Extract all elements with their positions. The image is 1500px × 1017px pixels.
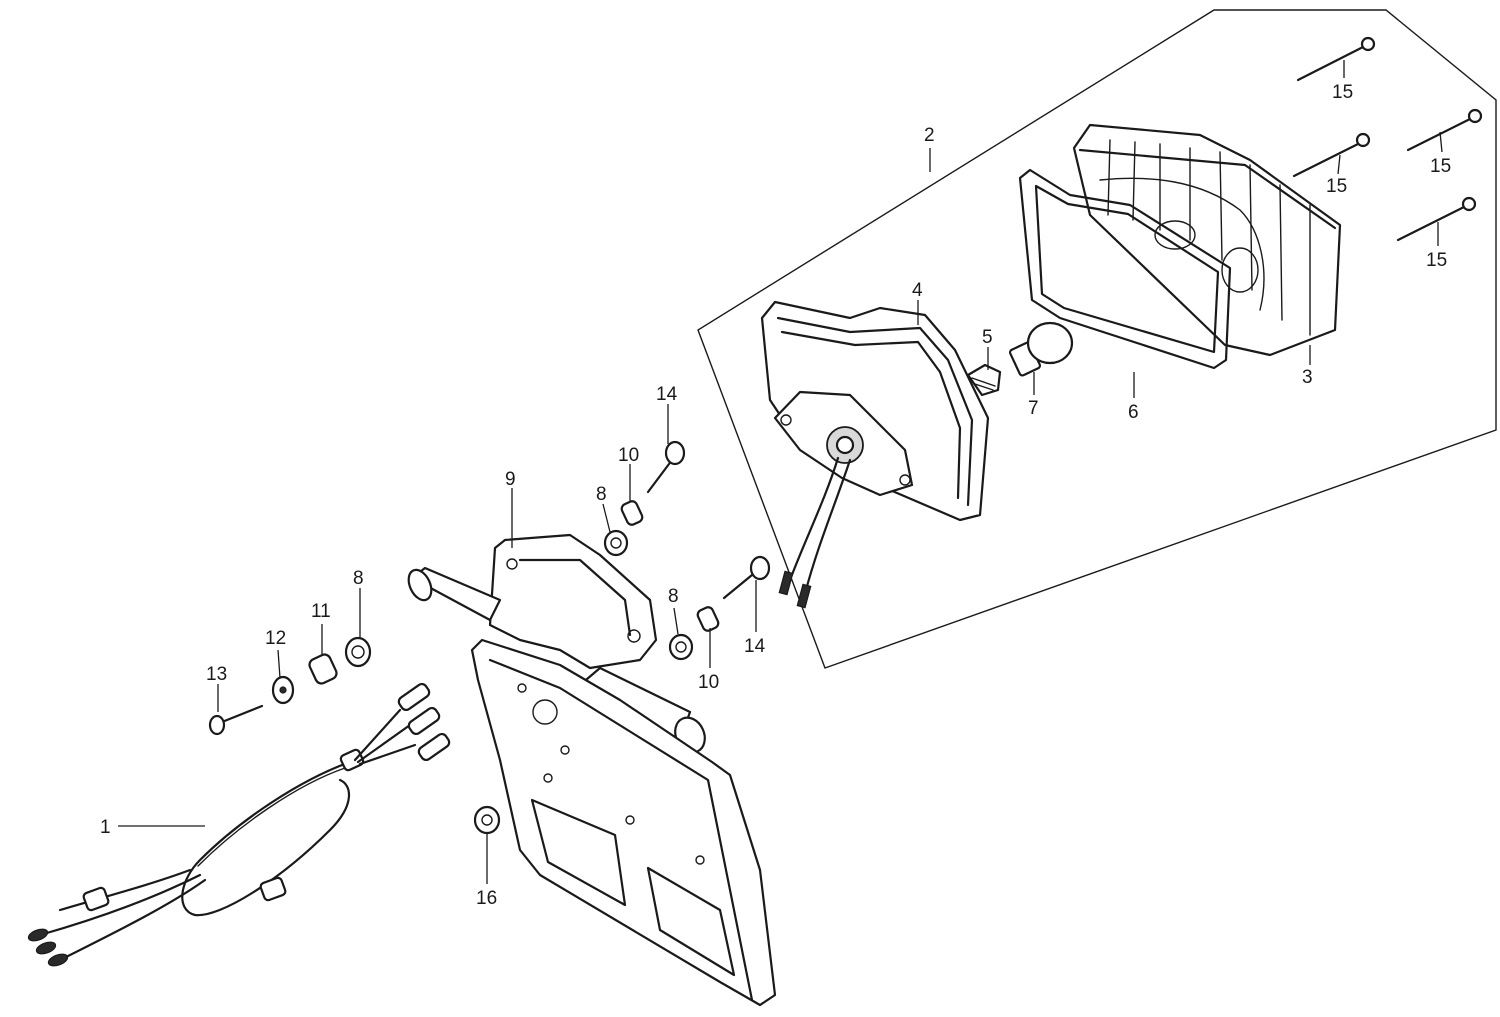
- part-13-bolt: [208, 704, 264, 736]
- callout-16: 16: [476, 888, 497, 909]
- callout-5: 5: [982, 327, 993, 348]
- license-plate-bracket: [470, 638, 777, 1007]
- callout-11: 11: [311, 601, 331, 622]
- part-1-harness: [27, 682, 451, 967]
- callout-8-left: 8: [353, 568, 364, 589]
- callout-labels: 1 2 3 4 5 6 7 8 8 8 9 10 10 11 12 13 14 …: [100, 82, 1451, 909]
- part-6-gasket: [1018, 168, 1232, 370]
- callout-13: 13: [206, 664, 227, 685]
- callout-14-lower: 14: [744, 636, 766, 657]
- assembly-boundary: [697, 9, 1497, 669]
- callout-8-lower: 8: [668, 586, 679, 607]
- callout-8-upper: 8: [596, 484, 607, 505]
- part-16-nut: [473, 805, 501, 835]
- callout-15-b: 15: [1326, 176, 1347, 197]
- callout-leaders: [118, 60, 1443, 884]
- part-4-base-plate: [760, 300, 990, 609]
- callout-3: 3: [1302, 367, 1313, 388]
- callout-10-upper: 10: [618, 445, 639, 466]
- part-10-collar-upper: [620, 500, 644, 526]
- callout-9: 9: [505, 469, 516, 490]
- part-7-bulb: [1009, 321, 1074, 377]
- part-5-socket: [966, 363, 1002, 397]
- part-9-bracket: [407, 533, 706, 754]
- callout-15-a: 15: [1332, 82, 1353, 103]
- callout-4: 4: [912, 280, 923, 301]
- part-8-nut-left: [344, 636, 372, 668]
- callout-12: 12: [265, 628, 286, 649]
- part-14-bolt-upper: [646, 440, 686, 494]
- part-14-bolt-lower: [722, 555, 771, 600]
- callout-14-upper: 14: [656, 384, 678, 405]
- part-8-nut-lower: [668, 633, 694, 661]
- callout-1: 1: [100, 817, 111, 838]
- callout-15-d: 15: [1426, 250, 1447, 271]
- part-15-screws: [1292, 36, 1483, 242]
- callout-6: 6: [1128, 402, 1139, 423]
- part-11-collar: [308, 653, 338, 685]
- callout-15-c: 15: [1430, 156, 1451, 177]
- callout-2: 2: [924, 125, 935, 146]
- part-8-nut-upper: [603, 529, 629, 557]
- callout-10-lower: 10: [698, 672, 719, 693]
- callout-7: 7: [1028, 398, 1039, 419]
- part-3-lens-housing: [1072, 123, 1342, 357]
- part-10-collar-lower: [696, 606, 720, 632]
- part-12-washer: [271, 675, 295, 705]
